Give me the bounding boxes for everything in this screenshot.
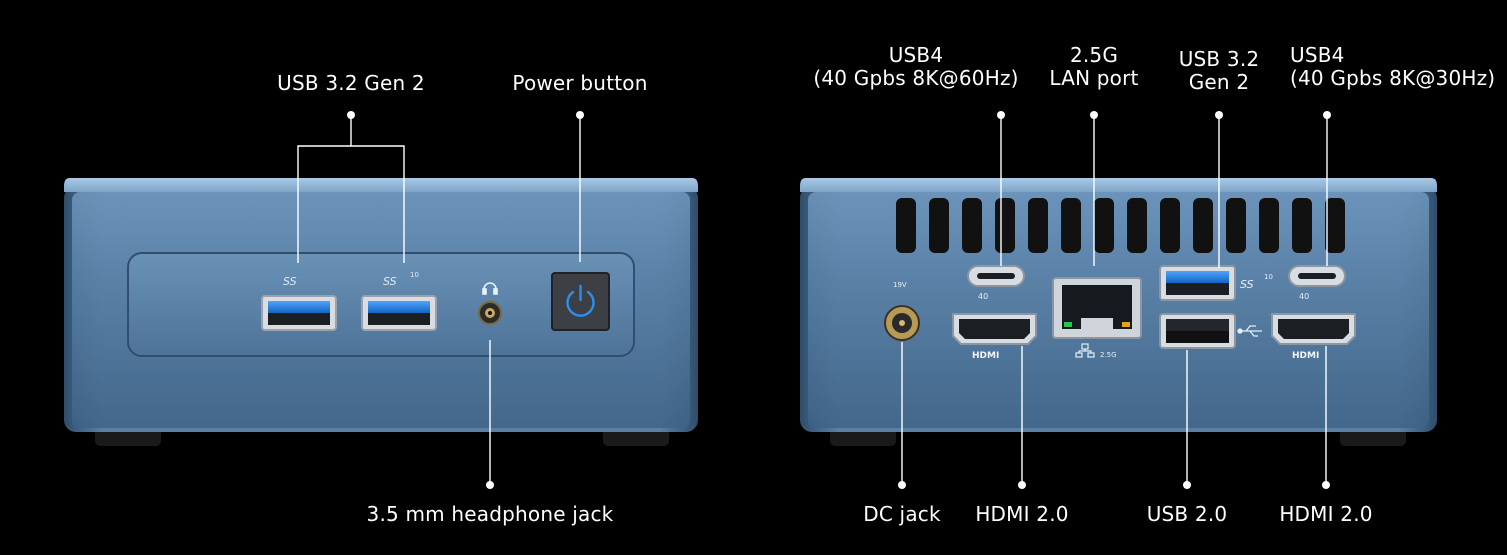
network-icon [1075,343,1095,358]
rear-lid [800,178,1437,192]
front-usb-a-left [261,295,337,331]
rear-dot-usb4-left [997,111,1005,119]
ss-logo-rear: SS [1240,278,1254,291]
front-lid [64,178,698,192]
front-foot-left [95,428,161,446]
front-ss-logo-left: SS [283,275,297,288]
power-button [551,272,610,331]
front-leaders [297,116,581,484]
label-dc-jack: DC jack [863,502,941,526]
front-ss-logo-right: SS [383,275,397,288]
front-usb-a-right [361,295,437,331]
dc-jack [884,305,920,341]
rear-vents [896,198,1345,253]
usb-icon [1237,325,1262,337]
front-foot-right [603,428,669,446]
label-usb32-rear-line1: USB 3.2 [1178,47,1260,71]
rear-dot-usb20 [1183,481,1191,489]
label-usb4-right: USB4 (40 Gpbs 8K@30Hz) [1290,44,1500,90]
rear-unit: 19V 40 HDMI 2.5G [800,111,1437,489]
rear-usb-a-blue [1159,265,1236,301]
rear-hdmi-right [1271,313,1356,345]
front-unit: SS SS 10 [64,111,698,489]
rear-hdmi-left [952,313,1037,345]
rear-dot-usb4-right [1323,111,1331,119]
usbc-mark-right: 40 [1299,292,1309,301]
dc-rating: 19V [893,281,907,289]
label-usb4-right-line2: (40 Gpbs 8K@30Hz) [1290,66,1496,90]
rear-usbc-left [967,265,1025,287]
label-usb20: USB 2.0 [1146,502,1228,526]
front-dot-power [576,111,584,119]
rear-foot-left [830,428,896,446]
label-hdmi-right: HDMI 2.0 [1279,502,1373,526]
label-hdmi-left: HDMI 2.0 [975,502,1069,526]
rear-dot-lan [1090,111,1098,119]
label-usb4-right-line1: USB4 [1290,43,1345,67]
label-lan-line2: LAN port [1049,66,1139,90]
hdmi-mark-right: HDMI [1292,351,1319,361]
label-usb32-rear-line2: Gen 2 [1188,70,1250,94]
label-headphone-jack: 3.5 mm headphone jack [366,502,614,526]
lan-mark: 2.5G [1100,351,1117,359]
front-dot-headphone [486,481,494,489]
ss-num-rear: 10 [1264,273,1273,281]
rear-dot-usb32 [1215,111,1223,119]
label-usb32-rear: USB 3.2 Gen 2 [1159,48,1279,94]
rear-lan-port [1052,277,1142,339]
hdmi-mark-left: HDMI [972,351,999,361]
label-usb4-left-line1: USB4 [888,43,944,67]
label-power-button: Power button [512,71,648,95]
front-dot-usb [347,111,355,119]
label-lan-line1: 2.5G [1069,43,1119,67]
rear-dot-dc [898,481,906,489]
headphone-jack [478,301,502,325]
label-usb32-front: USB 3.2 Gen 2 [277,71,425,95]
headphone-icon [482,282,498,295]
label-usb4-left: USB4 (40 Gpbs 8K@60Hz) [806,44,1026,90]
power-icon [566,284,595,317]
rear-foot-right [1340,428,1406,446]
rear-leaders [901,116,1328,484]
label-usb4-left-line2: (40 Gpbs 8K@60Hz) [813,66,1019,90]
rear-dot-hdmi-left [1018,481,1026,489]
usbc-mark-left: 40 [978,292,988,301]
label-lan-port: 2.5G LAN port [1034,44,1154,90]
rear-usb-a-black [1159,313,1236,349]
front-ss-num-right: 10 [410,271,419,279]
rear-usbc-right [1288,265,1346,287]
rear-dot-hdmi-right [1322,481,1330,489]
